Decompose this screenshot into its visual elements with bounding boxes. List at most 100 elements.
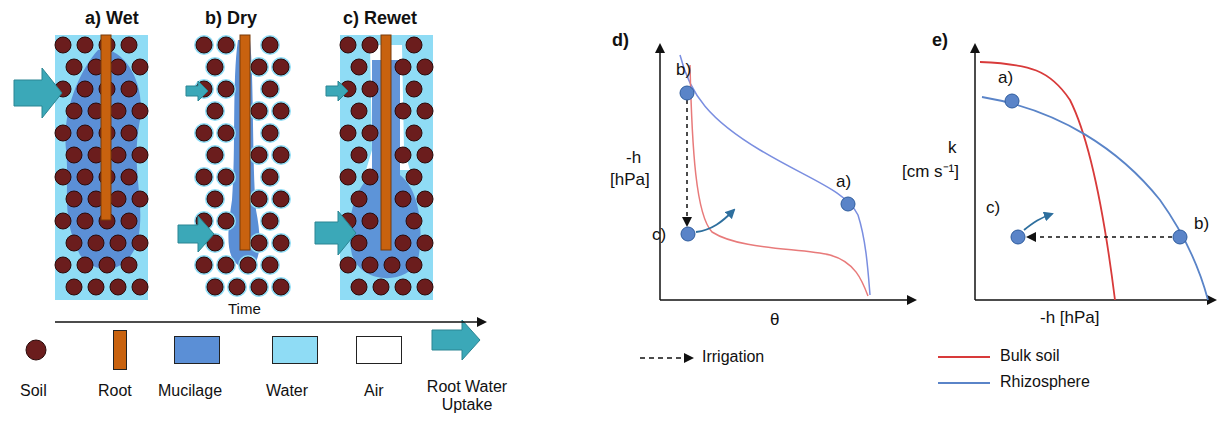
soil-particle [362, 169, 378, 185]
legend-text: Air [364, 382, 384, 400]
soil-particle [132, 103, 148, 119]
soil-particle [121, 169, 137, 185]
soil-particle [362, 257, 378, 273]
soil-particle [362, 125, 378, 141]
soil-particle [121, 81, 137, 97]
soil-particle [66, 59, 82, 75]
soil-particle [251, 235, 267, 251]
soil-particle [110, 59, 126, 75]
water-film [205, 101, 225, 121]
soil-particle [373, 279, 389, 295]
water-film [194, 35, 214, 55]
soil-particle [362, 81, 378, 97]
uptake-arrows [14, 68, 480, 360]
water-film [194, 123, 214, 143]
soil-particle [196, 125, 212, 141]
soil-particle [207, 191, 223, 207]
water-film [238, 255, 258, 275]
water-film [260, 79, 280, 99]
legend-text: Root [98, 382, 132, 400]
soil-particle [262, 81, 278, 97]
soil-particle [395, 235, 411, 251]
soil-particle [262, 213, 278, 229]
panel-title: b) Dry [205, 8, 257, 29]
soil-particle [417, 103, 433, 119]
axis-label: k [948, 138, 957, 158]
soil-particle [351, 147, 367, 163]
point-label: c) [986, 198, 1000, 218]
rhizo-sample [938, 382, 990, 384]
water-film [216, 35, 236, 55]
soil-particle [351, 235, 367, 251]
soil-particle [406, 81, 422, 97]
soil-particle [251, 59, 267, 75]
soil-particle [406, 37, 422, 53]
time-label: Time [228, 300, 261, 317]
soil-particle [77, 257, 93, 273]
soil-particle [251, 147, 267, 163]
soil-particle [55, 37, 71, 53]
panel-title: a) Wet [85, 8, 139, 29]
point-label: b) [676, 60, 691, 80]
soil-particle [77, 169, 93, 185]
soil-particle [121, 257, 137, 273]
soil-particle [55, 213, 71, 229]
water-film [205, 57, 225, 77]
soil-particle [273, 103, 289, 119]
soil-particle [273, 191, 289, 207]
soil-particles [55, 35, 433, 297]
soil-particle [218, 169, 234, 185]
water-film [216, 255, 236, 275]
legend-text: Root Water Uptake [412, 378, 522, 415]
root [381, 35, 391, 250]
water-film [260, 211, 280, 231]
soil-particle [229, 279, 245, 295]
soil-particle [340, 257, 356, 273]
soil-particle [55, 169, 71, 185]
soil-particle [262, 125, 278, 141]
soil-particle [132, 59, 148, 75]
legend-swatch [174, 336, 220, 364]
water-film [205, 189, 225, 209]
soil-particle [77, 125, 93, 141]
water-film [260, 35, 280, 55]
legend-text: Rhizosphere [1000, 373, 1090, 391]
soil-particle [340, 125, 356, 141]
soil-particle [196, 37, 212, 53]
soil-particle [417, 191, 433, 207]
soil-particle [207, 279, 223, 295]
soil-particle [110, 191, 126, 207]
soil-particle [132, 235, 148, 251]
time-arrow [55, 321, 485, 323]
water-film [249, 145, 269, 165]
soil-particle [77, 213, 93, 229]
soil-particle [88, 279, 104, 295]
soil-particle [351, 279, 367, 295]
legend-text: Irrigation [702, 348, 764, 366]
soil-particle [273, 59, 289, 75]
legend-swatch [113, 330, 127, 370]
soil-particle [262, 169, 278, 185]
soil-particle [240, 257, 256, 273]
soil-particle [251, 191, 267, 207]
root [101, 35, 111, 220]
soil-particle [340, 169, 356, 185]
soil-particle [218, 125, 234, 141]
soil-particle [66, 147, 82, 163]
axis-label: θ [770, 310, 779, 330]
legend-swatch [356, 336, 402, 364]
soil-particle [262, 257, 278, 273]
soil-particle [88, 235, 104, 251]
water-film [271, 101, 291, 121]
soil-particle [132, 279, 148, 295]
water-film [271, 57, 291, 77]
water-film [271, 189, 291, 209]
soil-particle [406, 257, 422, 273]
plot-d [660, 45, 915, 300]
soil-particle [406, 169, 422, 185]
water-film [227, 277, 247, 297]
soil-particle [362, 213, 378, 229]
soil-particle [66, 279, 82, 295]
soil-particle [218, 257, 234, 273]
soil-particle [251, 103, 267, 119]
